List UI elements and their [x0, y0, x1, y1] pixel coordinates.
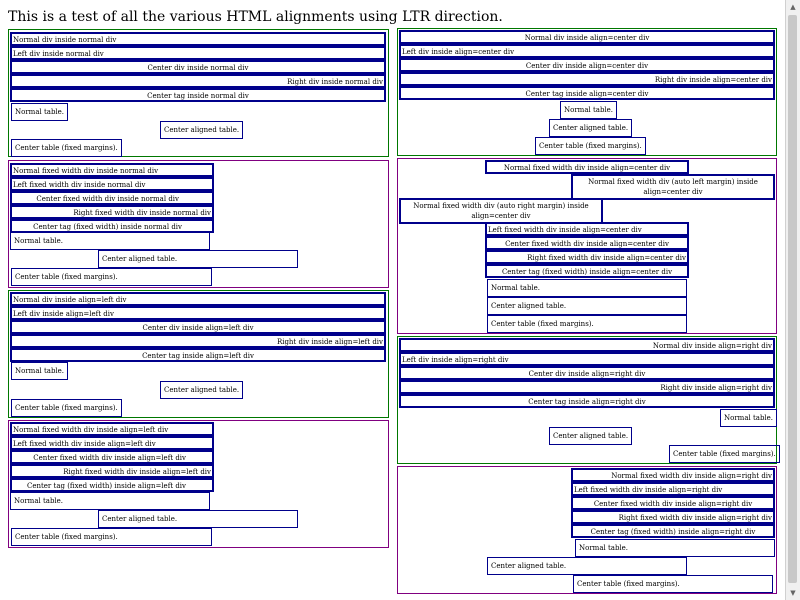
center-tag-label: Center tag inside align=left div: [10, 348, 386, 362]
center-aligned-table: Center aligned table.: [549, 119, 633, 137]
normal-div-label: Normal div inside align=right div: [399, 338, 775, 352]
right-fixed-div-label: Right fixed width div inside align=left …: [10, 464, 214, 478]
left-div-label: Left div inside align=left div: [10, 306, 386, 320]
center-div-label: Center div inside align=right div: [399, 366, 775, 380]
normal-table: Normal table.: [11, 362, 69, 380]
auto-left-margin-div-label: Normal fixed width div (auto left margin…: [571, 174, 775, 200]
pane-fixed-normal-div: [8, 160, 389, 288]
center-tag-fixed-label: Center tag (fixed width) inside align=ri…: [571, 524, 775, 538]
center-aligned-table: Center aligned table.: [487, 557, 687, 575]
pane-fixed-align-right-div: [397, 466, 777, 594]
scrollbar-thumb[interactable]: [788, 15, 797, 583]
center-aligned-table: Center aligned table.: [487, 297, 687, 315]
normal-table: Normal table.: [11, 103, 69, 121]
normal-fixed-div-label: Normal fixed width div inside align=righ…: [571, 468, 775, 482]
normal-div-label: Normal div inside align=center div: [399, 30, 775, 44]
center-fixed-div-label: Center fixed width div inside normal div: [10, 191, 214, 205]
center-aligned-table: Center aligned table.: [160, 121, 244, 139]
normal-fixed-div-label: Normal fixed width div inside align=cent…: [485, 160, 689, 174]
pane-align-left-div: [8, 290, 389, 418]
center-aligned-table: Center aligned table.: [549, 427, 633, 445]
normal-table: Normal table.: [720, 409, 778, 427]
center-div-label: Center div inside align=center div: [399, 58, 775, 72]
center-table-fixed-margins: Center table (fixed margins).: [11, 399, 122, 417]
scroll-down-arrow-icon[interactable]: ▼: [790, 589, 796, 597]
center-tag-fixed-label: Center tag (fixed width) inside align=le…: [10, 478, 214, 492]
center-div-label: Center div inside align=left div: [10, 320, 386, 334]
right-fixed-div-label: Right fixed width div inside align=right…: [571, 510, 775, 524]
left-div-label: Left div inside align=center div: [399, 44, 775, 58]
center-fixed-div-label: Center fixed width div inside align=cent…: [485, 236, 689, 250]
left-div-label: Left div inside normal div: [10, 46, 386, 60]
normal-div-label: Normal div inside align=left div: [10, 292, 386, 306]
scroll-up-arrow-icon[interactable]: ▲: [790, 3, 796, 11]
pane-align-right-div: [397, 336, 777, 464]
pane-align-center-div: [397, 28, 777, 156]
left-fixed-div-label: Left fixed width div inside align=center…: [485, 222, 689, 236]
center-aligned-table: Center aligned table.: [98, 510, 298, 528]
normal-fixed-div-label: Normal fixed width div inside normal div: [10, 163, 214, 177]
center-table-fixed-margins: Center table (fixed margins).: [11, 268, 212, 286]
pane-fixed-align-center-div: [397, 158, 777, 334]
left-fixed-div-label: Left fixed width div inside align=right …: [571, 482, 775, 496]
center-tag-fixed-label: Center tag (fixed width) inside normal d…: [10, 219, 214, 233]
right-div-label: Right div inside align=center div: [399, 72, 775, 86]
left-div-label: Left div inside align=right div: [399, 352, 775, 366]
normal-table: Normal table.: [560, 101, 618, 119]
center-tag-label: Center tag inside normal div: [10, 88, 386, 102]
right-div-label: Right div inside align=right div: [399, 380, 775, 394]
center-table-fixed-margins: Center table (fixed margins).: [535, 137, 646, 155]
center-table-fixed-margins: Center table (fixed margins).: [11, 528, 212, 546]
normal-table: Normal table.: [10, 232, 210, 250]
center-aligned-table: Center aligned table.: [98, 250, 298, 268]
right-div-label: Right div inside align=left div: [10, 334, 386, 348]
center-table-fixed-margins: Center table (fixed margins).: [573, 575, 773, 593]
pane-normal-div: [8, 29, 389, 157]
right-div-label: Right div inside normal div: [10, 74, 386, 88]
center-table-fixed-margins: Center table (fixed margins).: [669, 445, 780, 463]
center-div-label: Center div inside normal div: [10, 60, 386, 74]
center-fixed-div-label: Center fixed width div inside align=left…: [10, 450, 214, 464]
right-fixed-div-label: Right fixed width div inside normal div: [10, 205, 214, 219]
center-tag-label: Center tag inside align=center div: [399, 86, 775, 100]
center-aligned-table: Center aligned table.: [160, 381, 244, 399]
normal-fixed-div-label: Normal fixed width div inside align=left…: [10, 422, 214, 436]
vertical-scrollbar[interactable]: ▲ ▼: [785, 0, 800, 600]
right-fixed-div-label: Right fixed width div inside align=cente…: [485, 250, 689, 264]
pane-fixed-align-left-div: [8, 420, 389, 548]
auto-right-margin-div-label: Normal fixed width div (auto right margi…: [399, 198, 603, 224]
center-tag-label: Center tag inside align=right div: [399, 394, 775, 408]
center-tag-fixed-label: Center tag (fixed width) inside align=ce…: [485, 264, 689, 278]
center-table-fixed-margins: Center table (fixed margins).: [487, 315, 687, 333]
left-fixed-div-label: Left fixed width div inside align=left d…: [10, 436, 214, 450]
center-fixed-div-label: Center fixed width div inside align=righ…: [571, 496, 775, 510]
normal-table: Normal table.: [487, 279, 687, 297]
normal-div-label: Normal div inside normal div: [10, 32, 386, 46]
page-title: This is a test of all the various HTML a…: [8, 9, 503, 25]
normal-table: Normal table.: [575, 539, 775, 557]
center-table-fixed-margins: Center table (fixed margins).: [11, 139, 122, 157]
normal-table: Normal table.: [10, 492, 210, 510]
left-fixed-div-label: Left fixed width div inside normal div: [10, 177, 214, 191]
